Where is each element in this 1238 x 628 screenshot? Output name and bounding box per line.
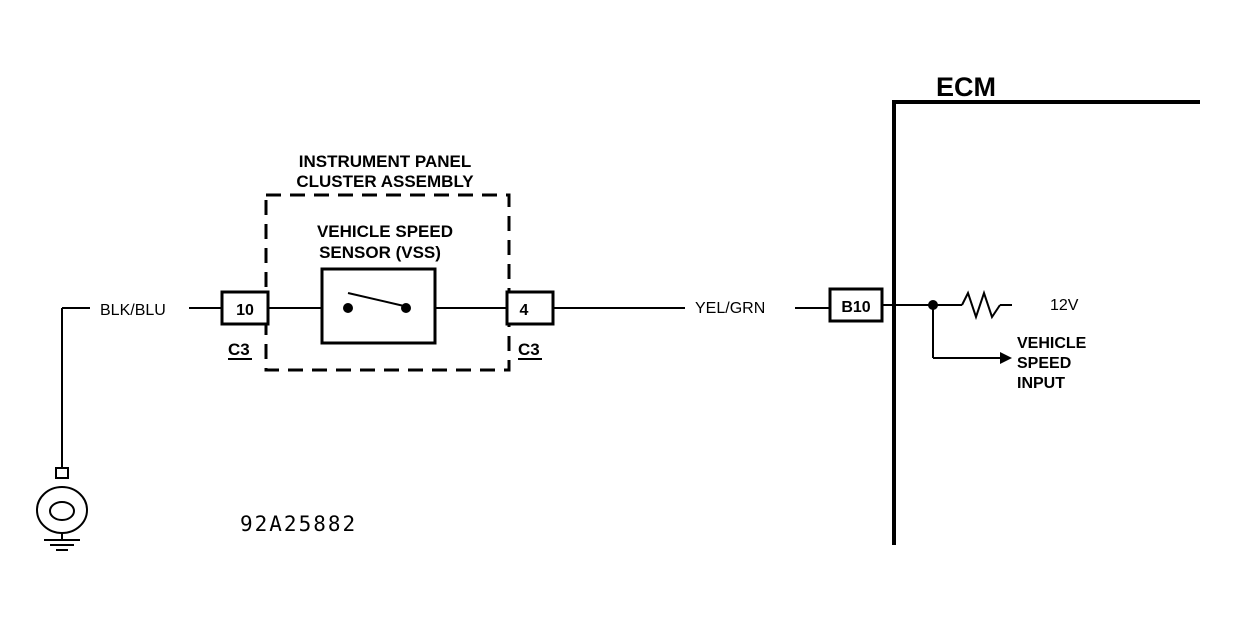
cluster-assembly-box <box>264 193 511 372</box>
wire-lines <box>61 304 1012 470</box>
vehicle-speed-input-line2: SPEED <box>1017 355 1071 372</box>
vehicle-speed-input-line1: VEHICLE <box>1017 335 1087 352</box>
connector-pin-4 <box>505 290 555 326</box>
connector-ecm-b10-label: B10 <box>841 299 870 316</box>
cluster-title-line2: CLUSTER ASSEMBLY <box>296 172 474 191</box>
connector-pin-10 <box>220 290 270 326</box>
connector-ref-left: C3 <box>228 340 250 359</box>
figure-id: 92A25882 <box>240 512 357 536</box>
connector-ecm-b10 <box>828 287 884 323</box>
connector-pin-4-label: 4 <box>520 302 529 319</box>
junction-dot <box>928 300 938 310</box>
voltage-label: 12V <box>1050 297 1079 314</box>
vss-switch-symbol <box>343 292 411 313</box>
vss-switch-box <box>320 267 437 345</box>
wire-label-left: BLK/BLU <box>100 302 166 319</box>
vss-label-line1: VEHICLE SPEED <box>317 222 453 241</box>
ground-terminal-icon <box>36 467 88 551</box>
wire-label-right: YEL/GRN <box>695 300 765 317</box>
vehicle-speed-input-line3: INPUT <box>1017 375 1065 392</box>
ecm-label: ECM <box>936 72 996 102</box>
vss-label-line2: SENSOR (VSS) <box>319 243 441 262</box>
ecm-boundary <box>892 100 1200 545</box>
connector-pin-10-label: 10 <box>236 302 254 319</box>
cluster-title-line1: INSTRUMENT PANEL <box>299 152 472 171</box>
arrow-head-icon <box>1000 352 1012 364</box>
connector-ref-right: C3 <box>518 340 540 359</box>
resistor-symbol <box>961 289 1001 321</box>
